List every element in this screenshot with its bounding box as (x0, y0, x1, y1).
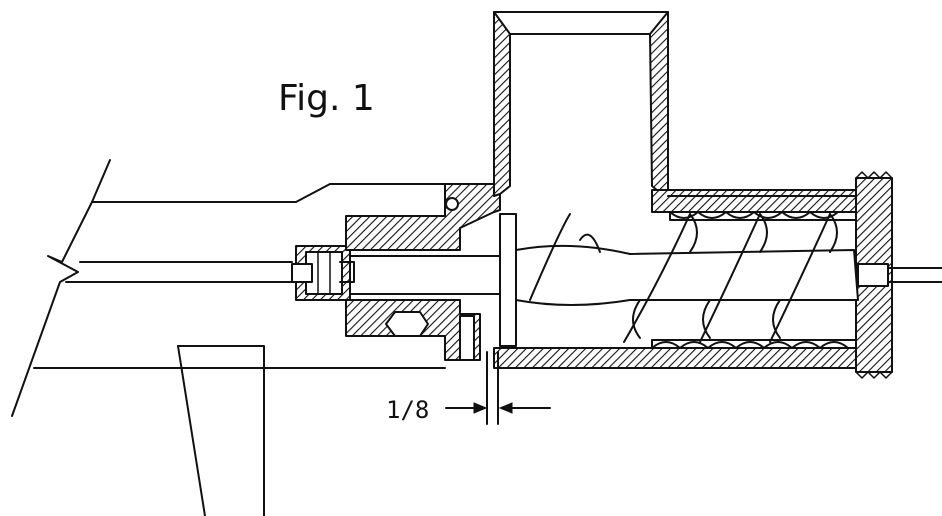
grinder-housing (493, 11, 893, 379)
shaft-coupling (291, 245, 355, 301)
gap-dimension-label: 1/8 (386, 396, 429, 424)
figure-title: Fig. 1 (278, 78, 375, 119)
auger-screw (499, 213, 942, 347)
support-post (177, 345, 265, 516)
drive-shaft (349, 255, 501, 295)
attachment-hub (345, 183, 501, 361)
gap-dimension: 1/8 (386, 351, 551, 425)
mixer-housing (11, 159, 446, 417)
